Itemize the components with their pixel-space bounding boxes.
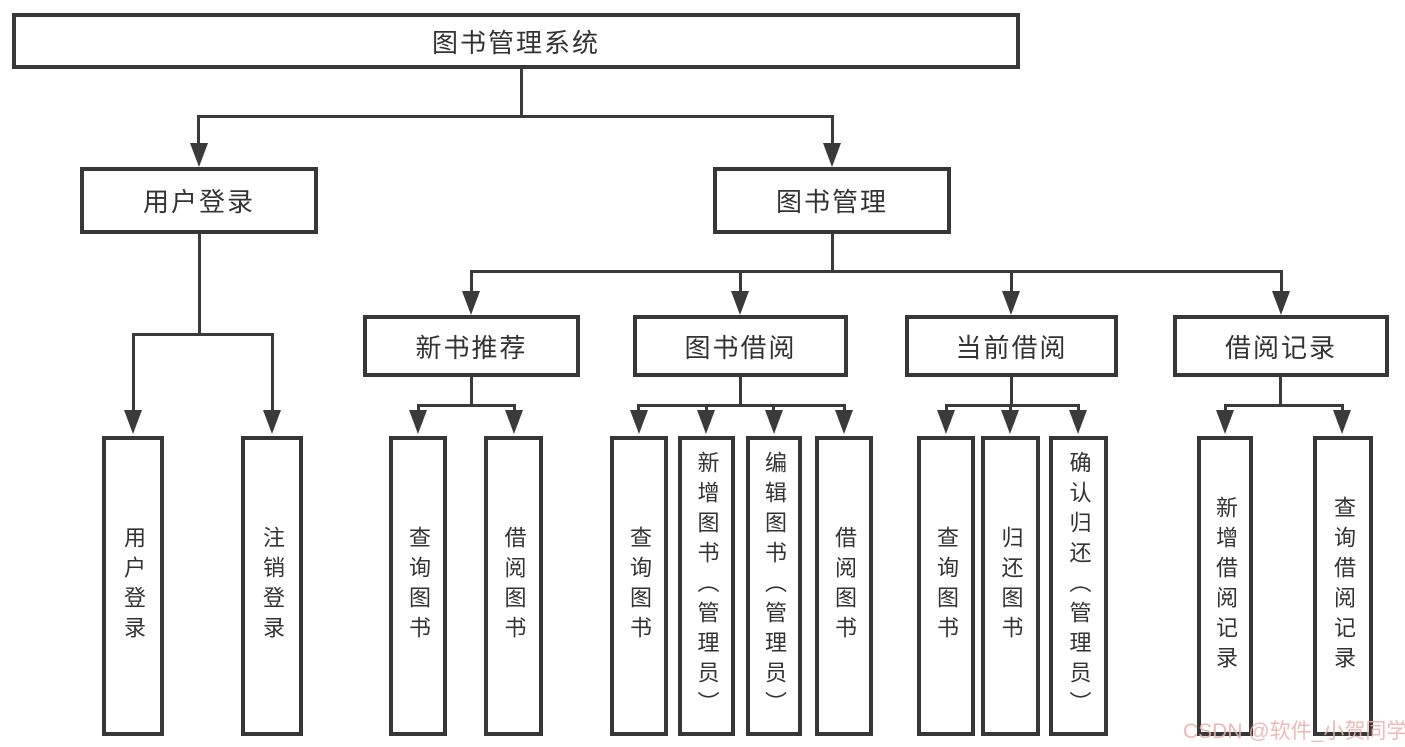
leaf-bb-edit-books-admin: 编辑图书（管理员） <box>746 436 802 736</box>
arrow-into-nb-query <box>409 410 427 434</box>
arrow-into-book-borrowing <box>731 291 749 315</box>
connector-book-management-stem <box>831 234 834 272</box>
connector-drop-bb-add <box>705 404 708 414</box>
leaf-cb-query-books: 查询图书 <box>917 436 975 736</box>
node-user-login: 用户登录 <box>80 167 318 234</box>
leaf-cb-confirm-return-admin: 确认归还（管理员） <box>1049 436 1108 736</box>
connector-user-login-branch <box>132 333 274 336</box>
connector-book-borrowing-branch <box>637 404 846 407</box>
leaf-bb-borrow-books: 借阅图书 <box>815 436 873 736</box>
connector-root-stem <box>520 69 523 118</box>
connector-drop-book-borrowing <box>739 270 742 294</box>
connector-drop-br-query <box>1341 404 1344 414</box>
connector-drop-cb-return <box>1009 404 1012 414</box>
arrow-into-bb-edit <box>765 410 783 434</box>
connector-book-borrowing-stem <box>739 377 742 406</box>
connector-user-login-stem <box>198 234 201 335</box>
connector-drop-leaf-logout <box>271 333 274 412</box>
connector-drop-nb-query <box>417 404 420 414</box>
connector-new-book-branch <box>417 404 516 407</box>
arrow-into-book-management <box>823 143 841 167</box>
leaf-nb-borrow-books: 借阅图书 <box>484 436 543 736</box>
leaf-cb-return-books: 归还图书 <box>981 436 1040 736</box>
connector-drop-current-borrowing <box>1010 270 1013 294</box>
connector-drop-new-book <box>470 270 473 294</box>
node-new-book-recommend: 新书推荐 <box>363 315 580 377</box>
connector-current-borrowing-stem <box>1010 377 1013 406</box>
connector-new-book-stem <box>470 377 473 406</box>
arrow-into-bb-add <box>697 410 715 434</box>
node-book-borrowing: 图书借阅 <box>633 315 848 377</box>
arrow-into-leaf-logout <box>263 410 281 434</box>
arrow-into-cb-query <box>937 410 955 434</box>
connector-book-management-branch <box>470 270 1283 273</box>
arrow-into-br-add <box>1216 410 1234 434</box>
connector-borrowing-records-branch <box>1224 404 1344 407</box>
arrow-into-bb-borrow <box>835 410 853 434</box>
connector-drop-user-login <box>197 115 200 146</box>
node-borrowing-records: 借阅记录 <box>1173 315 1389 377</box>
node-root-library-management-system: 图书管理系统 <box>12 13 1020 69</box>
arrow-into-nb-borrow <box>505 410 523 434</box>
arrow-into-borrowing-records <box>1272 291 1290 315</box>
connector-drop-borrowing-records <box>1280 270 1283 294</box>
leaf-nb-query-books: 查询图书 <box>389 436 447 736</box>
connector-root-branch <box>197 115 834 118</box>
connector-drop-bb-borrow <box>843 404 846 414</box>
leaf-br-query-record: 查询借阅记录 <box>1313 436 1373 736</box>
leaf-user-login: 用户登录 <box>102 436 164 736</box>
connector-drop-bb-query <box>637 404 640 414</box>
connector-drop-cb-confirm <box>1077 404 1080 414</box>
connector-borrowing-records-stem <box>1279 377 1282 406</box>
leaf-bb-add-books-admin: 新增图书（管理员） <box>678 436 735 736</box>
connector-drop-cb-query <box>945 404 948 414</box>
connector-drop-nb-borrow <box>513 404 516 414</box>
node-book-management: 图书管理 <box>713 167 951 234</box>
arrow-into-cb-confirm <box>1069 410 1087 434</box>
arrow-into-new-book <box>462 291 480 315</box>
arrow-into-bb-query <box>630 410 648 434</box>
arrow-into-br-query <box>1333 410 1351 434</box>
connector-drop-br-add <box>1224 404 1227 414</box>
arrow-into-current-borrowing <box>1002 291 1020 315</box>
connector-drop-book-management <box>831 115 834 146</box>
node-current-borrowing: 当前借阅 <box>905 315 1118 377</box>
connector-drop-bb-edit <box>772 404 775 414</box>
leaf-bb-query-books: 查询图书 <box>610 436 668 736</box>
connector-drop-leaf-user-login <box>132 333 135 412</box>
arrow-into-cb-return <box>1001 410 1019 434</box>
csdn-watermark: CSDN @软件_小贺同学 <box>1183 720 1405 743</box>
arrow-into-leaf-user-login <box>124 410 142 434</box>
connector-current-borrowing-branch <box>945 404 1080 407</box>
leaf-logout: 注销登录 <box>241 436 303 736</box>
leaf-br-add-record: 新增借阅记录 <box>1197 436 1253 736</box>
arrow-into-user-login <box>190 143 208 167</box>
